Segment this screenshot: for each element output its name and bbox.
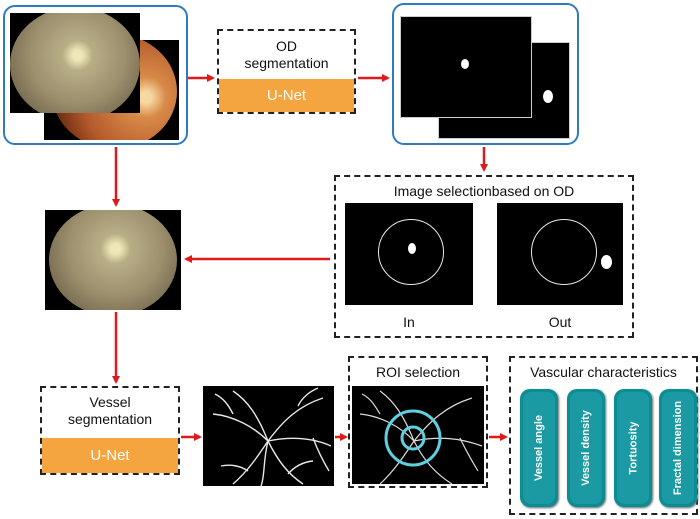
vessel-segmentation-title: Vessel segmentation xyxy=(67,394,153,427)
out-label: Out xyxy=(548,314,572,330)
vessel-map-image xyxy=(203,386,334,486)
selected-fundus-image xyxy=(45,210,181,310)
vessel-unet-block: U-Net xyxy=(42,438,178,473)
vessel-angle-card: Vessel angle xyxy=(520,389,558,507)
fundus-image-front xyxy=(10,13,140,113)
in-label: In xyxy=(403,314,415,330)
in-example-image xyxy=(345,203,473,305)
image-selection-title: Image selectionbased on OD xyxy=(393,183,575,199)
od-mask-front xyxy=(400,16,532,118)
vessel-density-label: Vessel density xyxy=(580,410,593,486)
fractal-dimension-label: Fractal dimension xyxy=(672,400,685,496)
od-unet-block: U-Net xyxy=(219,79,354,112)
vascular-characteristics-title: Vascular characteristics xyxy=(530,364,677,380)
roi-selection-title: ROI selection xyxy=(375,364,461,380)
vessel-angle-label: Vessel angle xyxy=(533,414,546,482)
fractal-dimension-card: Fractal dimension xyxy=(659,389,697,507)
vessel-density-card: Vessel density xyxy=(567,389,605,507)
tortuosity-label: Tortuosity xyxy=(627,421,639,475)
roi-image xyxy=(352,386,484,484)
tortuosity-card: Tortuosity xyxy=(614,389,652,507)
od-segmentation-title: OD segmentation xyxy=(244,38,329,71)
out-example-image xyxy=(497,203,623,305)
